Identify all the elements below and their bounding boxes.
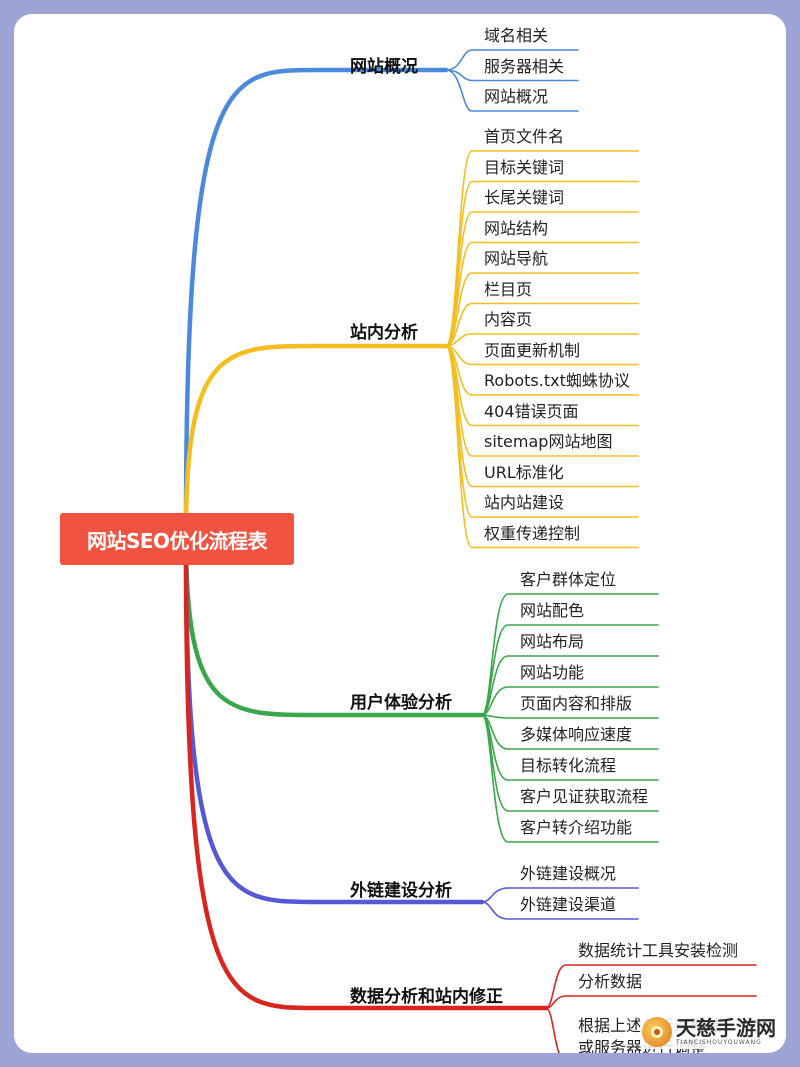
branch-connector-0 bbox=[183, 67, 449, 529]
leaf-connector-4-0 bbox=[545, 964, 757, 1009]
leaf-node-1-5: 栏目页 bbox=[484, 279, 533, 299]
leaf-connector-2-3 bbox=[481, 686, 659, 716]
leaf-connector-2-4 bbox=[481, 714, 659, 719]
watermark-emblem-icon bbox=[642, 1017, 672, 1047]
branch-label-0: 网站概况 bbox=[350, 57, 418, 77]
leaf-connector-2-1 bbox=[481, 624, 659, 716]
leaf-node-1-13: 权重传递控制 bbox=[484, 523, 581, 543]
leaf-node-2-5: 多媒体响应速度 bbox=[520, 725, 633, 744]
leaf-connector-1-3 bbox=[445, 241, 639, 347]
leaf-node-2-7: 客户见证获取流程 bbox=[520, 787, 649, 806]
branch-connector-3 bbox=[183, 541, 485, 905]
leaf-node-1-6: 内容页 bbox=[484, 310, 533, 329]
leaf-node-1-7: 页面更新机制 bbox=[484, 340, 581, 360]
leaf-node-2-3: 网站功能 bbox=[520, 663, 585, 682]
leaf-node-1-4: 网站导航 bbox=[484, 249, 549, 268]
leaf-node-4-0: 数据统计工具安装检测 bbox=[578, 941, 739, 960]
leaf-connector-4-2 bbox=[545, 1007, 560, 1053]
branch-label-2: 用户体验分析 bbox=[350, 693, 452, 713]
leaf-connector-3-1 bbox=[481, 901, 639, 920]
leaf-node-0-1: 服务器相关 bbox=[484, 56, 565, 76]
leaf-connector-1-13 bbox=[445, 345, 639, 549]
leaf-node-1-3: 网站结构 bbox=[484, 218, 549, 238]
root-node: 网站SEO优化流程表 bbox=[60, 513, 294, 565]
leaf-node-2-4: 页面内容和排版 bbox=[520, 694, 633, 713]
leaf-node-2-8: 客户转介绍功能 bbox=[520, 818, 633, 837]
leaf-node-4-1: 分析数据 bbox=[578, 972, 643, 991]
leaf-node-1-8: Robots.txt蜘蛛协议 bbox=[484, 371, 630, 390]
leaf-connector-2-2 bbox=[481, 655, 659, 716]
leaf-connector-1-5 bbox=[445, 302, 639, 347]
leaf-node-0-2: 网站概况 bbox=[484, 87, 549, 106]
leaf-node-0-0: 域名相关 bbox=[484, 26, 549, 45]
mind-map-connectors bbox=[183, 49, 757, 1053]
leaf-node-1-10: sitemap网站地图 bbox=[484, 432, 613, 451]
branch-label-3: 外链建设分析 bbox=[350, 881, 452, 901]
leaf-node-3-0: 外链建设概况 bbox=[520, 864, 617, 883]
leaf-connector-0-2 bbox=[445, 69, 579, 112]
leaf-node-3-1: 外链建设渠道 bbox=[520, 895, 617, 914]
leaf-connector-1-6 bbox=[445, 333, 639, 347]
leaf-node-1-12: 站内站建设 bbox=[484, 493, 565, 512]
leaf-node-1-1: 目标关键词 bbox=[484, 157, 565, 177]
leaf-node-1-11: URL标准化 bbox=[484, 462, 564, 482]
leaf-node-2-6: 目标转化流程 bbox=[520, 756, 617, 775]
leaf-node-1-9: 404错误页面 bbox=[484, 401, 579, 421]
leaf-connector-0-0 bbox=[445, 49, 579, 71]
watermark-subtitle: TIANCISHOUYOUWANG bbox=[676, 1039, 762, 1046]
branch-connector-4 bbox=[183, 547, 549, 1011]
leaf-node-1-2: 长尾关键词 bbox=[484, 188, 565, 207]
leaf-node-2-1: 网站配色 bbox=[520, 601, 585, 620]
branch-connector-1 bbox=[183, 343, 449, 535]
branch-label-4: 数据分析和站内修正 bbox=[350, 987, 503, 1007]
root-node-label: 网站SEO优化流程表 bbox=[86, 528, 268, 553]
leaf-node-2-0: 客户群体定位 bbox=[520, 570, 617, 589]
leaf-connector-4-1 bbox=[545, 995, 757, 1009]
leaf-connector-3-0 bbox=[481, 887, 639, 903]
branch-label-1: 站内分析 bbox=[350, 323, 418, 343]
watermark-title: 天慈手游网 bbox=[676, 1016, 776, 1040]
mind-map-canvas: 网站SEO优化流程表 网站概况域名相关服务器相关网站概况站内分析首页文件名目标关… bbox=[14, 14, 786, 1053]
leaf-node-1-0: 首页文件名 bbox=[484, 127, 565, 146]
leaf-connector-1-4 bbox=[445, 272, 639, 347]
watermark-logo: 天慈手游网 TIANCISHOUYOUWANG bbox=[640, 1015, 782, 1049]
leaf-connector-2-8 bbox=[481, 714, 659, 843]
leaf-node-2-2: 网站布局 bbox=[520, 632, 585, 651]
